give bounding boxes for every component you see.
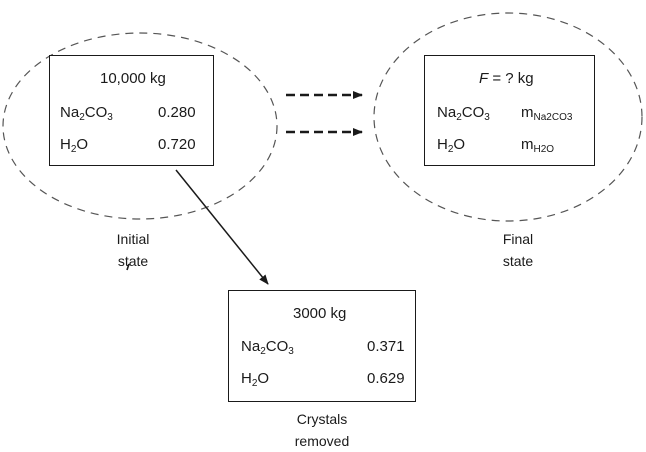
crystals-removed-arrow	[175, 169, 269, 285]
initial-caption-line1: Initial	[116, 231, 150, 247]
crystals-box: 3000 kg Na2CO3 0.371 H2O 0.629	[228, 290, 416, 402]
crystals-h2o-fraction: 0.629	[367, 370, 405, 387]
initial-h2o-fraction: 0.720	[158, 136, 196, 153]
initial-na2co3-formula: Na2CO3	[60, 104, 113, 123]
final-caption-line1: Final	[502, 231, 534, 247]
initial-state-box: 10,000 kg Na2CO3 0.280 H2O 0.720	[49, 55, 214, 166]
final-state-caption: Final state	[458, 228, 578, 272]
crystals-h2o-formula: H2O	[241, 370, 270, 389]
final-caption-line2: state	[502, 253, 534, 269]
crystals-removed-caption: Crystals removed	[262, 408, 382, 452]
final-state-box: F = ? kg Na2CO3 mNa2CO3 H2O mH2O	[424, 55, 595, 166]
initial-na2co3-fraction: 0.280	[158, 104, 196, 121]
crystals-na2co3-fraction: 0.371	[367, 338, 405, 355]
initial-state-caption: Initial state	[73, 228, 193, 272]
final-state-boundary	[373, 12, 643, 222]
crystals-na2co3-formula: Na2CO3	[241, 338, 294, 357]
initial-h2o-formula: H2O	[60, 136, 89, 155]
final-mass-label: F = ? kg	[479, 70, 534, 87]
final-na2co3-mass-symbol: mNa2CO3	[521, 104, 573, 123]
crystals-mass-label: 3000 kg	[293, 305, 347, 322]
final-na2co3-formula: Na2CO3	[437, 104, 490, 123]
stray-tick	[126, 263, 130, 271]
crystals-caption-line1: Crystals	[296, 411, 348, 427]
initial-caption-line2: state	[117, 253, 149, 269]
initial-state-boundary	[2, 32, 278, 220]
final-h2o-mass-symbol: mH2O	[521, 136, 555, 155]
initial-mass-label: 10,000 kg	[100, 70, 166, 87]
crystals-caption-line2: removed	[294, 433, 350, 449]
final-h2o-formula: H2O	[437, 136, 466, 155]
